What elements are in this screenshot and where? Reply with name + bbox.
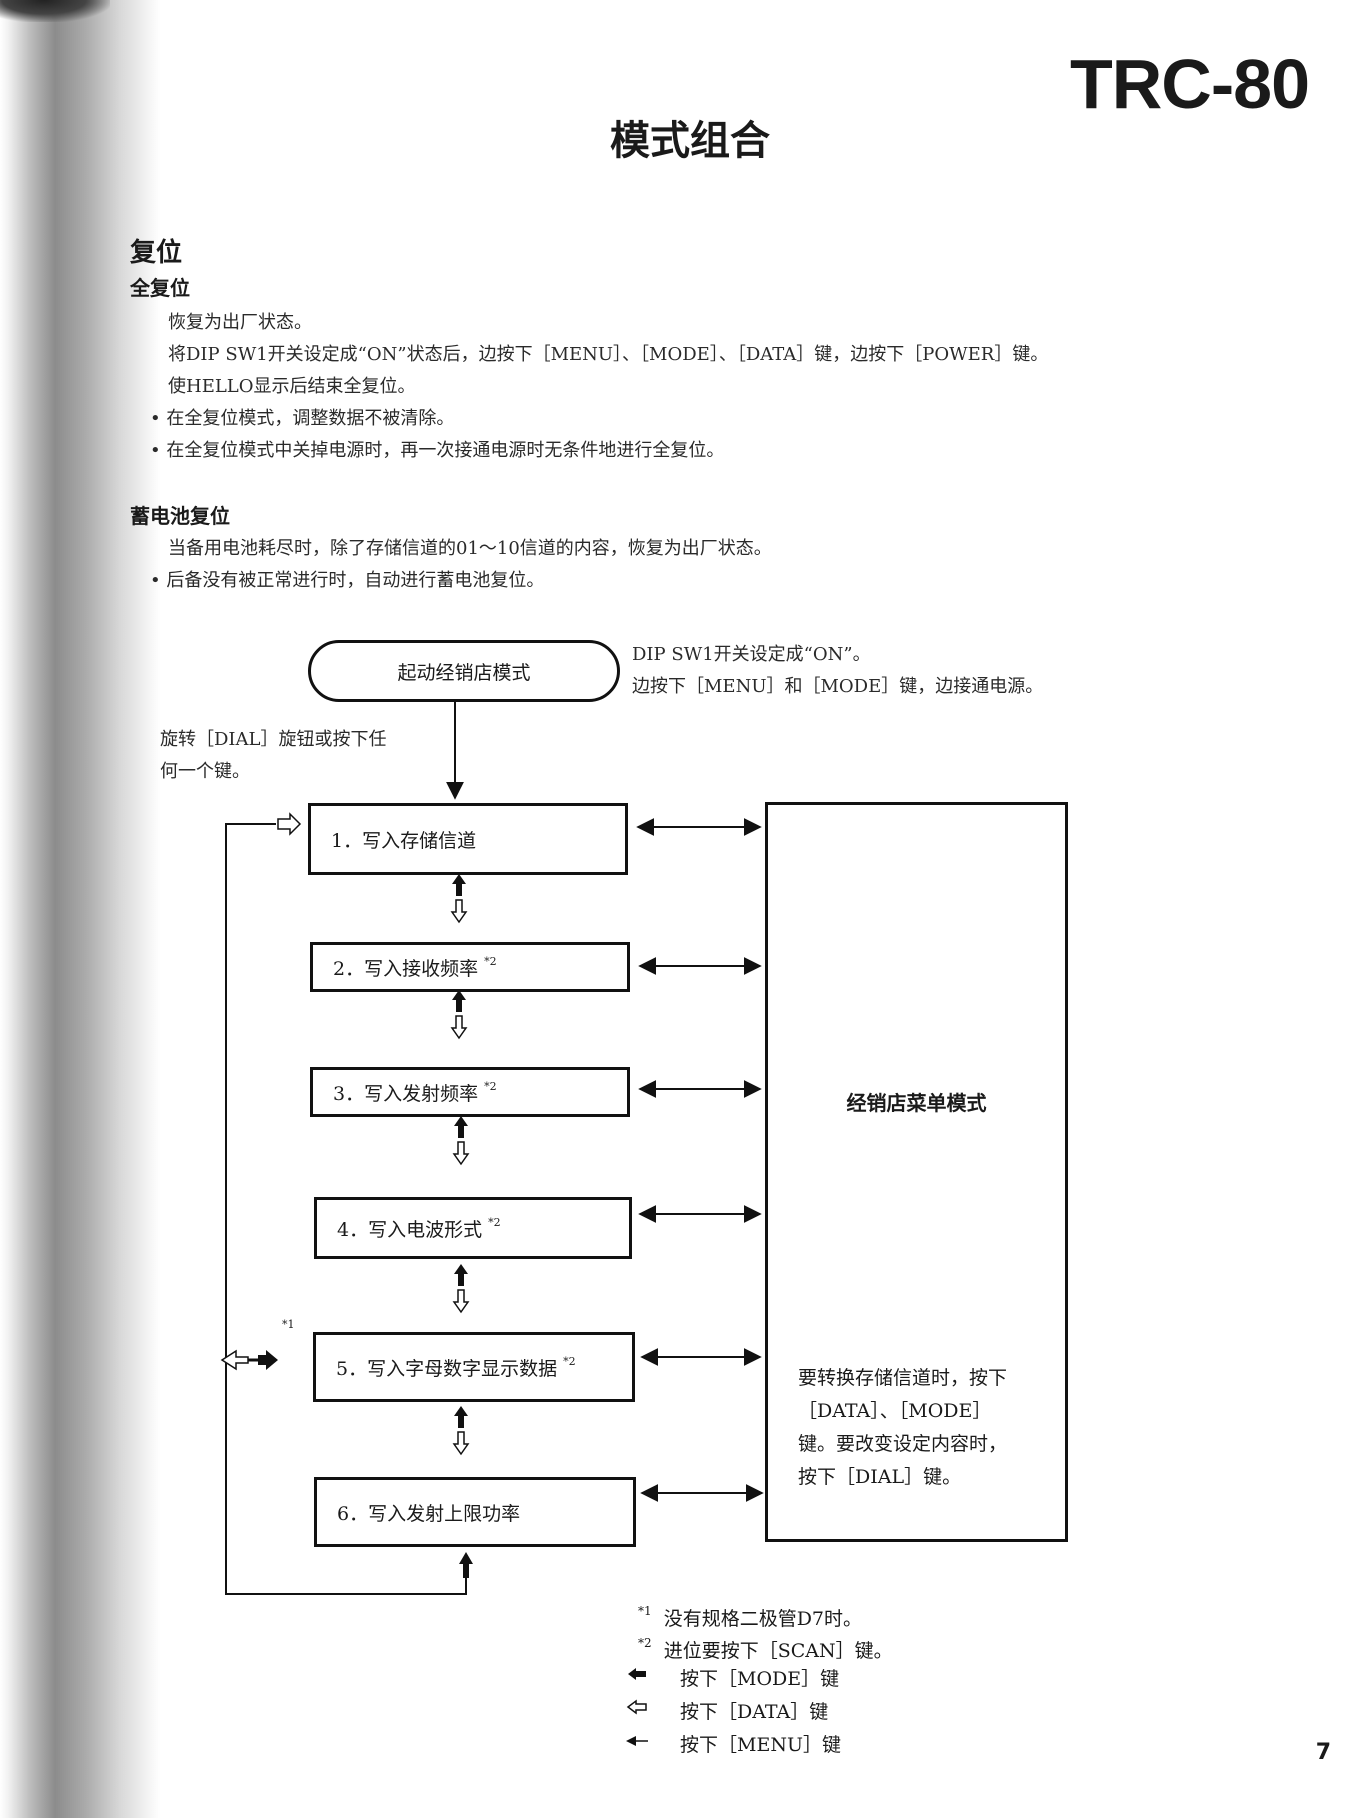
legend-symbols	[626, 1668, 648, 1746]
step-box: 4．写入电波形式 *2	[314, 1197, 632, 1259]
page-title: 模式组合	[610, 118, 770, 164]
step-label: 3．写入发射频率	[333, 1082, 479, 1105]
step-box: 6．写入发射上限功率	[314, 1477, 636, 1547]
full-reset-bullet: • 在全复位模式中关掉电源时，再一次接通电源时无条件地进行全复位。	[150, 440, 725, 461]
step-label: 2．写入接收频率	[333, 957, 479, 980]
step-transition-arrows	[450, 874, 470, 1456]
legend-note: *1 没有规格二极管D7时。	[638, 1604, 862, 1631]
legend-key-menu: 按下［MENU］键	[680, 1734, 841, 1756]
dealer-menu-mode-box: 经销店菜单模式 要转换存储信道时，按下 ［DATA］、［MODE］ 键。要改变设…	[765, 802, 1068, 1542]
step-box: 1．写入存储信道	[308, 803, 628, 875]
menu-note-line: 键。要改变设定内容时，	[798, 1433, 1008, 1455]
battery-reset-bullet: • 后备没有被正常进行时，自动进行蓄电池复位。	[150, 570, 545, 591]
dial-note-line: 何一个键。	[160, 761, 250, 782]
step-note-mark: *2	[484, 954, 497, 968]
dealer-menu-mode-title: 经销店菜单模式	[846, 1091, 987, 1115]
start-note-line: 边按下［MENU］和［MODE］键，边接通电源。	[632, 676, 1044, 697]
full-reset-line: 恢复为出厂状态。	[168, 312, 312, 333]
step-box: 3．写入发射频率 *2	[310, 1067, 630, 1117]
step-box: 2．写入接收频率 *2	[310, 942, 630, 992]
start-note-line: DIP SW1开关设定成“ON”。	[632, 644, 871, 665]
menu-note-line: 要转换存储信道时，按下	[798, 1367, 1008, 1389]
legend-note-text: 没有规格二极管D7时。	[663, 1608, 863, 1630]
step-note-mark: *2	[563, 1354, 576, 1368]
full-reset-bullet: • 在全复位模式，调整数据不被清除。	[150, 408, 455, 429]
model-name: TRC-80	[1070, 45, 1310, 123]
step-note-mark: *2	[484, 1079, 497, 1093]
reset-heading: 复位	[130, 238, 183, 268]
start-dealer-mode: 起动经销店模式	[308, 640, 620, 702]
legend-note: *2 进位要按下［SCAN］键。	[638, 1636, 893, 1663]
menu-note-line: 按下［DIAL］键。	[798, 1466, 962, 1488]
legend-note-mark: *2	[638, 1636, 652, 1650]
page-number: 7	[1315, 1740, 1331, 1765]
full-reset-line: 使HELLO显示后结束全复位。	[168, 376, 416, 397]
dial-note-line: 旋转［DIAL］旋钮或按下任	[160, 729, 387, 750]
start-dealer-mode-label: 起动经销店模式	[397, 661, 531, 684]
full-reset-line: 将DIP SW1开关设定成“ON”状态后，边按下［MENU］、［MODE］、［D…	[168, 344, 1049, 365]
step-note-mark: *2	[488, 1215, 501, 1229]
menu-connector-arrows	[636, 818, 764, 1502]
step-label: 6．写入发射上限功率	[337, 1502, 521, 1525]
legend-note-mark: *1	[638, 1604, 652, 1618]
legend-key-mode: 按下［MODE］键	[680, 1668, 840, 1690]
loop-back-line	[225, 812, 473, 1595]
step5-side-arrows	[220, 1349, 278, 1371]
menu-note-line: ［DATA］、［MODE］	[798, 1400, 992, 1422]
legend-note-text: 进位要按下［SCAN］键。	[663, 1640, 893, 1662]
side-note-mark: *1	[282, 1318, 295, 1331]
dealer-menu-note: 要转换存储信道时，按下 ［DATA］、［MODE］ 键。要改变设定内容时， 按下…	[798, 1362, 1007, 1494]
binding-top-shadow	[0, 0, 110, 22]
step-box: 5．写入字母数字显示数据 *2	[313, 1332, 635, 1402]
step-label: 5．写入字母数字显示数据	[336, 1357, 558, 1380]
full-reset-heading: 全复位	[130, 276, 190, 300]
battery-reset-heading: 蓄电池复位	[130, 504, 230, 528]
book-binding-shadow	[0, 0, 160, 1818]
step-label: 1．写入存储信道	[331, 829, 477, 852]
legend-key-data: 按下［DATA］键	[680, 1701, 829, 1723]
step-label: 4．写入电波形式	[337, 1218, 483, 1241]
battery-reset-line: 当备用电池耗尽时，除了存储信道的01～10信道的内容，恢复为出厂状态。	[168, 538, 772, 559]
